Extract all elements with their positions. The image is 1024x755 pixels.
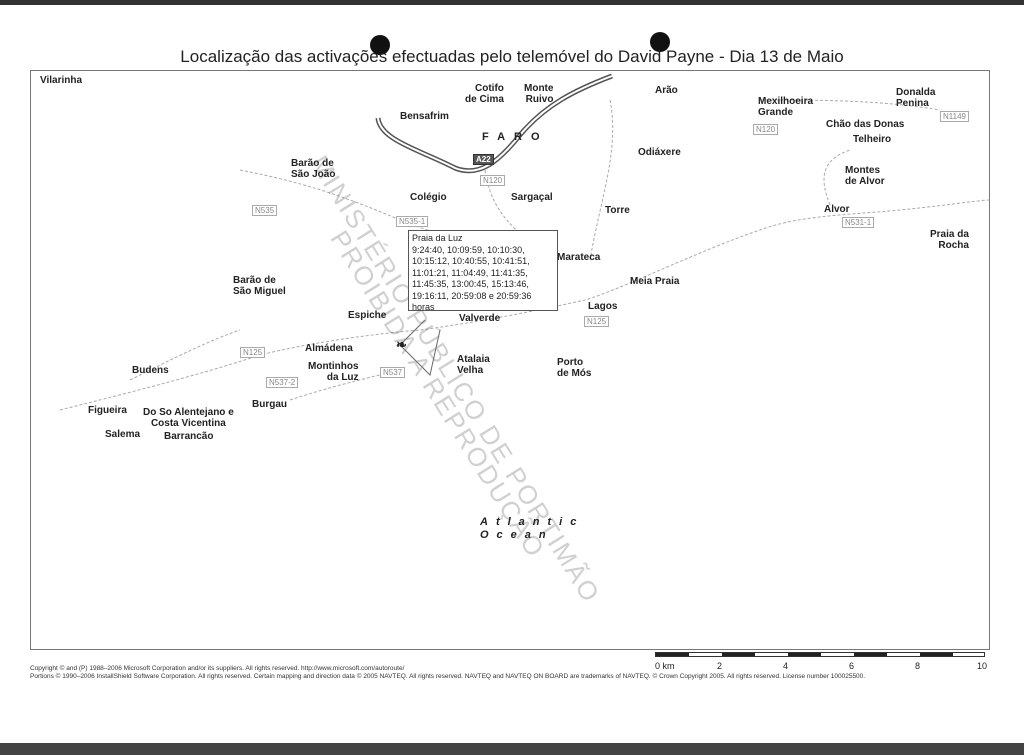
place-label: Montinhos da Luz <box>308 361 359 383</box>
road-label: N535 <box>252 205 278 216</box>
place-label: Figueira <box>88 405 127 416</box>
place-label: Sargaçal <box>511 192 553 203</box>
road-label: N120 <box>480 175 506 186</box>
place-label: Montes de Alvor <box>845 165 885 187</box>
place-label: Cotifo de Cima <box>465 83 504 105</box>
scale-tick: 8 <box>915 661 921 671</box>
place-label: Bensafrim <box>400 111 449 122</box>
punch-hole-left <box>370 35 390 55</box>
place-label: Arão <box>655 85 678 96</box>
place-label: Do So Alentejano e Costa Vicentina <box>143 407 234 429</box>
scale-tick: 10 <box>977 661 988 671</box>
road-label: N535-1 <box>396 216 429 227</box>
place-label: Meia Praia <box>630 276 680 287</box>
place-label: Chão das Donas <box>826 119 905 130</box>
place-label: Barrancão <box>164 431 214 442</box>
map-title: Localização das activações efectuadas pe… <box>180 47 844 66</box>
road-label: N125 <box>584 316 610 327</box>
place-label: Espiche <box>348 310 387 321</box>
place-label: Barão de São João <box>291 158 336 180</box>
road-label: N1149 <box>940 111 969 122</box>
scale-tick: 2 <box>717 661 723 671</box>
road-label: N125 <box>240 347 266 358</box>
place-label: Alvor <box>824 204 850 215</box>
place-label: Budens <box>132 365 169 376</box>
place-label: Vilarinha <box>40 75 83 86</box>
place-label: Monte Ruivo <box>524 83 554 105</box>
ocean-label: Atlantic Ocean <box>480 516 585 541</box>
punch-hole-right <box>650 32 670 52</box>
phone-location-marker-icon: ❧ <box>396 337 407 352</box>
place-label: Burgau <box>252 399 287 410</box>
scale-bar <box>655 652 985 657</box>
road-label: N531-1 <box>842 217 875 228</box>
popup-place: Praia da Luz <box>412 233 463 243</box>
scale-tick: 6 <box>849 661 855 671</box>
scale-tick: 0 km <box>655 661 675 671</box>
popup-times: 9:24:40, 10:09:59, 10:10:30, 10:15:12, 1… <box>412 244 532 313</box>
place-label: Praia da Rocha <box>930 229 969 251</box>
map-frame <box>30 70 990 650</box>
road-label: N537 <box>380 367 406 378</box>
scan-edge-top <box>0 0 1024 5</box>
road-label: A22 <box>473 154 494 165</box>
place-label: Colégio <box>410 192 447 203</box>
place-label: Almádena <box>305 343 353 354</box>
place-label: Donalda Penina <box>896 87 936 109</box>
road-label: N120 <box>753 124 779 135</box>
place-label: Lagos <box>588 301 618 312</box>
region-label: FARO <box>482 131 549 143</box>
road-label: N537-2 <box>266 377 299 388</box>
place-label: Telheiro <box>853 134 892 145</box>
place-label: Porto de Mós <box>557 357 592 379</box>
place-label: Marateca <box>557 252 601 263</box>
place-label: Salema <box>105 429 141 440</box>
activation-popup: Praia da Luz 9:24:40, 10:09:59, 10:10:30… <box>408 230 558 313</box>
copyright-notice: Copyright © and (P) 1988–2006 Microsoft … <box>30 665 866 680</box>
place-label: Barão de São Miguel <box>233 275 286 297</box>
place-label: Mexilhoeira Grande <box>758 96 814 118</box>
place-label: Valverde <box>459 313 501 324</box>
scan-edge-bottom <box>0 743 1024 755</box>
place-label: Torre <box>605 205 630 216</box>
place-label: Atalaia Velha <box>457 354 490 376</box>
scale-tick: 4 <box>783 661 789 671</box>
place-label: Odiáxere <box>638 147 681 158</box>
